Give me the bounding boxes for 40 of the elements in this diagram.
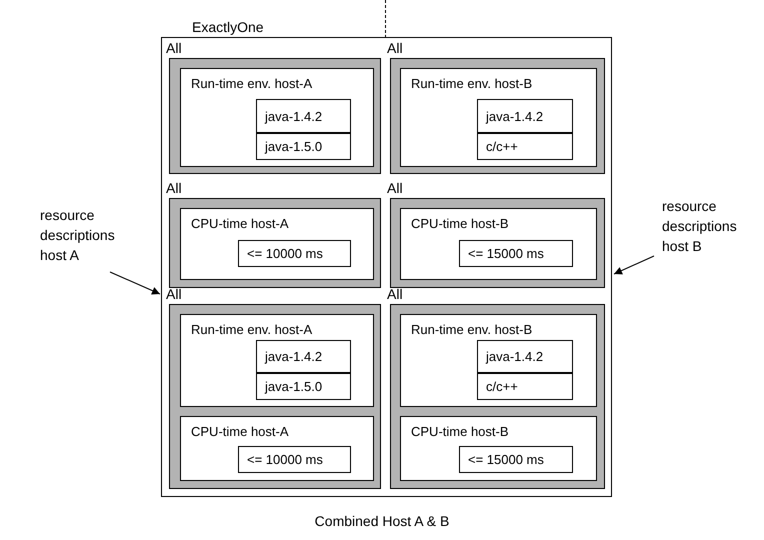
value-box: java-1.4.2 (477, 340, 573, 373)
resource-box (400, 208, 597, 280)
resource-title: CPU-time host-B (411, 216, 509, 231)
value-box: java-1.4.2 (256, 99, 351, 133)
value-box: <= 15000 ms (459, 446, 573, 473)
group-title: All (166, 286, 182, 302)
resource-title: CPU-time host-A (191, 216, 289, 231)
resource-box (180, 68, 374, 167)
value-box: c/c++ (477, 373, 573, 400)
resource-title: Run-time env. host-B (411, 76, 532, 91)
resource-title: CPU-time host-A (191, 424, 289, 439)
container-title: ExactlyOne (192, 19, 264, 35)
arrow (614, 256, 654, 274)
resource-box (180, 314, 374, 407)
value-box: c/c++ (477, 133, 573, 160)
resource-box (400, 416, 597, 481)
value-box: java-1.5.0 (256, 133, 351, 160)
resource-box (400, 314, 597, 407)
arrow (110, 272, 160, 294)
caption: Combined Host A & B (314, 513, 450, 529)
group-title: All (387, 40, 403, 56)
group-title: All (166, 40, 182, 56)
annotation-text: resource descriptions host B (662, 196, 757, 266)
group-title: All (166, 180, 182, 196)
value-box: java-1.5.0 (256, 373, 351, 400)
value-box: <= 10000 ms (238, 240, 351, 267)
group-title: All (387, 180, 403, 196)
resource-box (180, 208, 374, 280)
resource-title: Run-time env. host-A (191, 76, 312, 91)
group-title: All (387, 286, 403, 302)
resource-title: CPU-time host-B (411, 424, 509, 439)
resource-box (400, 68, 597, 167)
resource-title: Run-time env. host-B (411, 322, 532, 337)
resource-title: Run-time env. host-A (191, 322, 312, 337)
value-box: <= 15000 ms (459, 240, 573, 267)
value-box: <= 10000 ms (238, 446, 351, 473)
value-box: java-1.4.2 (256, 340, 351, 373)
value-box: java-1.4.2 (477, 99, 573, 133)
annotation-text: resource descriptions host A (40, 205, 145, 275)
resource-box (180, 416, 374, 481)
